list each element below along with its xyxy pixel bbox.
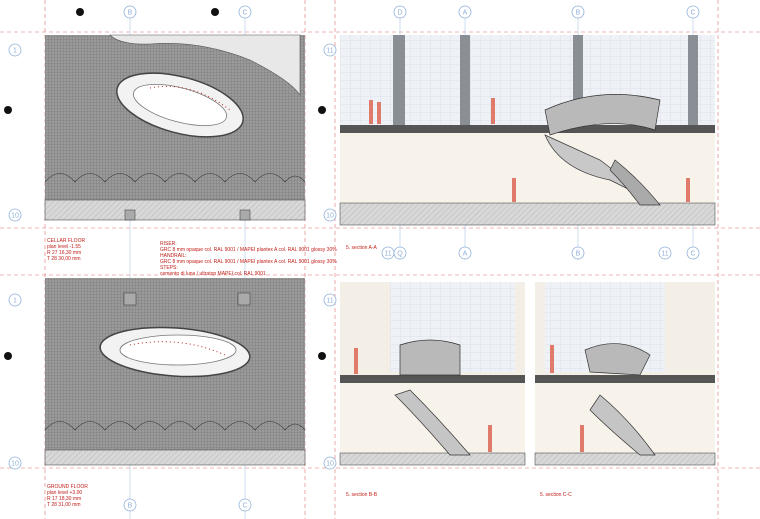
grid-label: Q <box>397 251 403 258</box>
plan-level: plan level +3.00 <box>47 490 83 496</box>
cellar-plan <box>44 34 306 221</box>
grid-label: 11 <box>661 251 668 258</box>
grid-label: 1 <box>13 298 17 305</box>
spiral-stair <box>584 343 651 376</box>
cellar-plan-caption: CELLAR FLOOR plan level -1.55 R 27 16,30… <box>47 238 85 262</box>
spiral-stair <box>399 339 461 376</box>
section-a-a <box>339 35 716 226</box>
grid-label: B <box>128 10 133 17</box>
plan-title: GROUND FLOOR <box>47 484 88 490</box>
plan-level: plan level -1.55 <box>47 244 81 250</box>
grid-label: 10 <box>11 461 19 468</box>
note: STEPS: <box>160 265 178 271</box>
grid-label: C <box>690 10 695 17</box>
plan-title: CELLAR FLOOR <box>47 238 86 244</box>
grid-label: 11 <box>326 298 333 305</box>
tread-dim: T 28 30,00 mm <box>47 256 81 262</box>
grid-label: C <box>690 251 695 258</box>
note: GRC 8 mm opaque col. RAL 9001 / MAPEI pl… <box>160 259 337 265</box>
grid-label: 10 <box>11 213 19 220</box>
grid-label: B <box>128 503 133 510</box>
grid-label: 11 <box>384 251 391 258</box>
grid-bubbles <box>8 5 700 512</box>
riser-dim: R 27 16,30 mm <box>47 250 82 256</box>
grid-label: B <box>576 10 581 17</box>
note: RISER: <box>160 241 177 247</box>
spiral-stair <box>544 94 661 136</box>
grid-label: A <box>463 10 468 17</box>
grid-label: D <box>397 10 402 17</box>
note: GRC 8 mm opaque col. RAL 9001 / MAPEI pl… <box>160 247 337 253</box>
grid-label: 10 <box>326 461 334 468</box>
ground-plan-caption: GROUND FLOOR plan level +3.00 R 17 18,30… <box>47 484 88 508</box>
tread-dim: T 28 31,00 mm <box>47 502 81 508</box>
material-notes: RISER: GRC 8 mm opaque col. RAL 9001 / M… <box>160 241 337 277</box>
section-c-c <box>534 282 716 466</box>
grid-label: A <box>463 251 468 258</box>
ground-plan <box>44 278 306 466</box>
grid-label: B <box>576 251 581 258</box>
section-bb-title: 5. section B-B <box>346 492 378 498</box>
section-cc-title: 5. section C-C <box>540 492 572 498</box>
note: HANDRAIL: <box>160 253 187 259</box>
riser-dim: R 17 18,30 mm <box>47 496 82 502</box>
grid-label: C <box>242 503 247 510</box>
grid-label: 11 <box>326 48 333 55</box>
section-b-b <box>339 282 526 466</box>
note: cemento di luna / ultratop MAPEI col. RA… <box>160 271 266 277</box>
grid-label: 1 <box>13 48 17 55</box>
grid-label: C <box>242 10 247 17</box>
section-markers <box>4 8 326 360</box>
section-aa-title: 5. section A-A <box>346 245 377 251</box>
grid-label: 10 <box>326 213 334 220</box>
